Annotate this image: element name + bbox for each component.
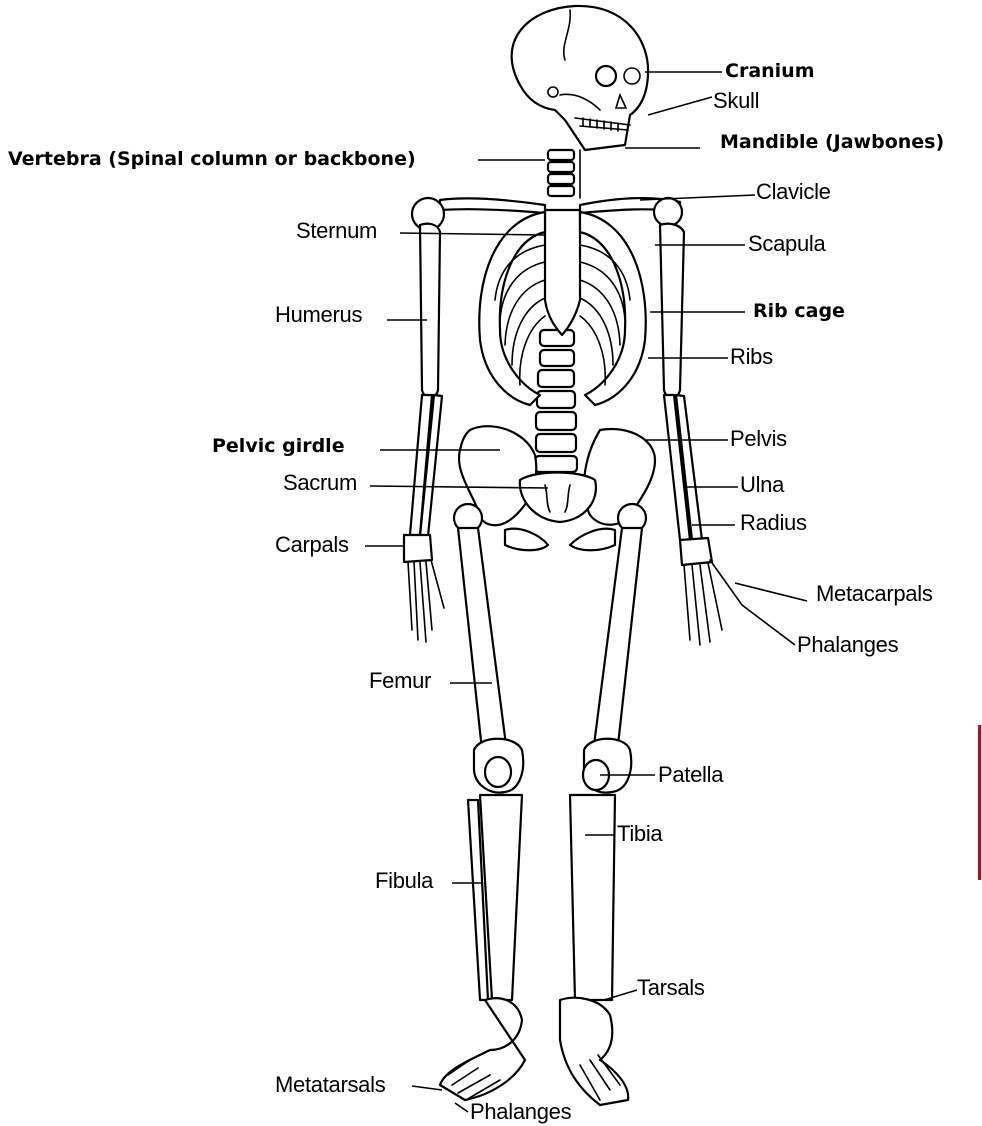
label-phalanges-hand: Phalanges — [797, 634, 898, 656]
label-skull: Skull — [713, 90, 759, 112]
label-rib-cage: Rib cage — [753, 302, 845, 321]
label-sternum: Sternum — [296, 220, 377, 242]
label-scapula: Scapula — [748, 233, 825, 255]
left-arm — [404, 224, 444, 642]
label-mandible: Mandible (Jawbones) — [720, 133, 944, 152]
sternum-bone — [545, 210, 580, 335]
label-cranium: Cranium — [725, 62, 815, 81]
label-tibia: Tibia — [617, 823, 662, 845]
label-femur: Femur — [369, 670, 431, 692]
label-clavicle: Clavicle — [756, 181, 831, 203]
label-tarsals: Tarsals — [637, 977, 705, 999]
label-sacrum: Sacrum — [283, 472, 357, 494]
label-metatarsals: Metatarsals — [275, 1074, 385, 1096]
label-patella: Patella — [658, 764, 723, 786]
label-radius: Radius — [740, 512, 807, 534]
label-pelvis: Pelvis — [730, 428, 787, 450]
label-phalanges-foot: Phalanges — [470, 1101, 571, 1123]
right-leg — [560, 504, 646, 1105]
label-vertebra: Vertebra (Spinal column or backbone) — [8, 150, 416, 169]
label-ulna: Ulna — [740, 474, 784, 496]
label-pelvic-girdle: Pelvic girdle — [212, 437, 345, 456]
red-accent-bar — [978, 725, 981, 880]
label-humerus: Humerus — [275, 304, 362, 326]
left-leg — [440, 504, 525, 1100]
label-fibula: Fibula — [375, 870, 433, 892]
label-ribs: Ribs — [730, 346, 773, 368]
label-carpals: Carpals — [275, 534, 349, 556]
label-metacarpals: Metacarpals — [816, 583, 933, 605]
skull — [512, 6, 648, 150]
